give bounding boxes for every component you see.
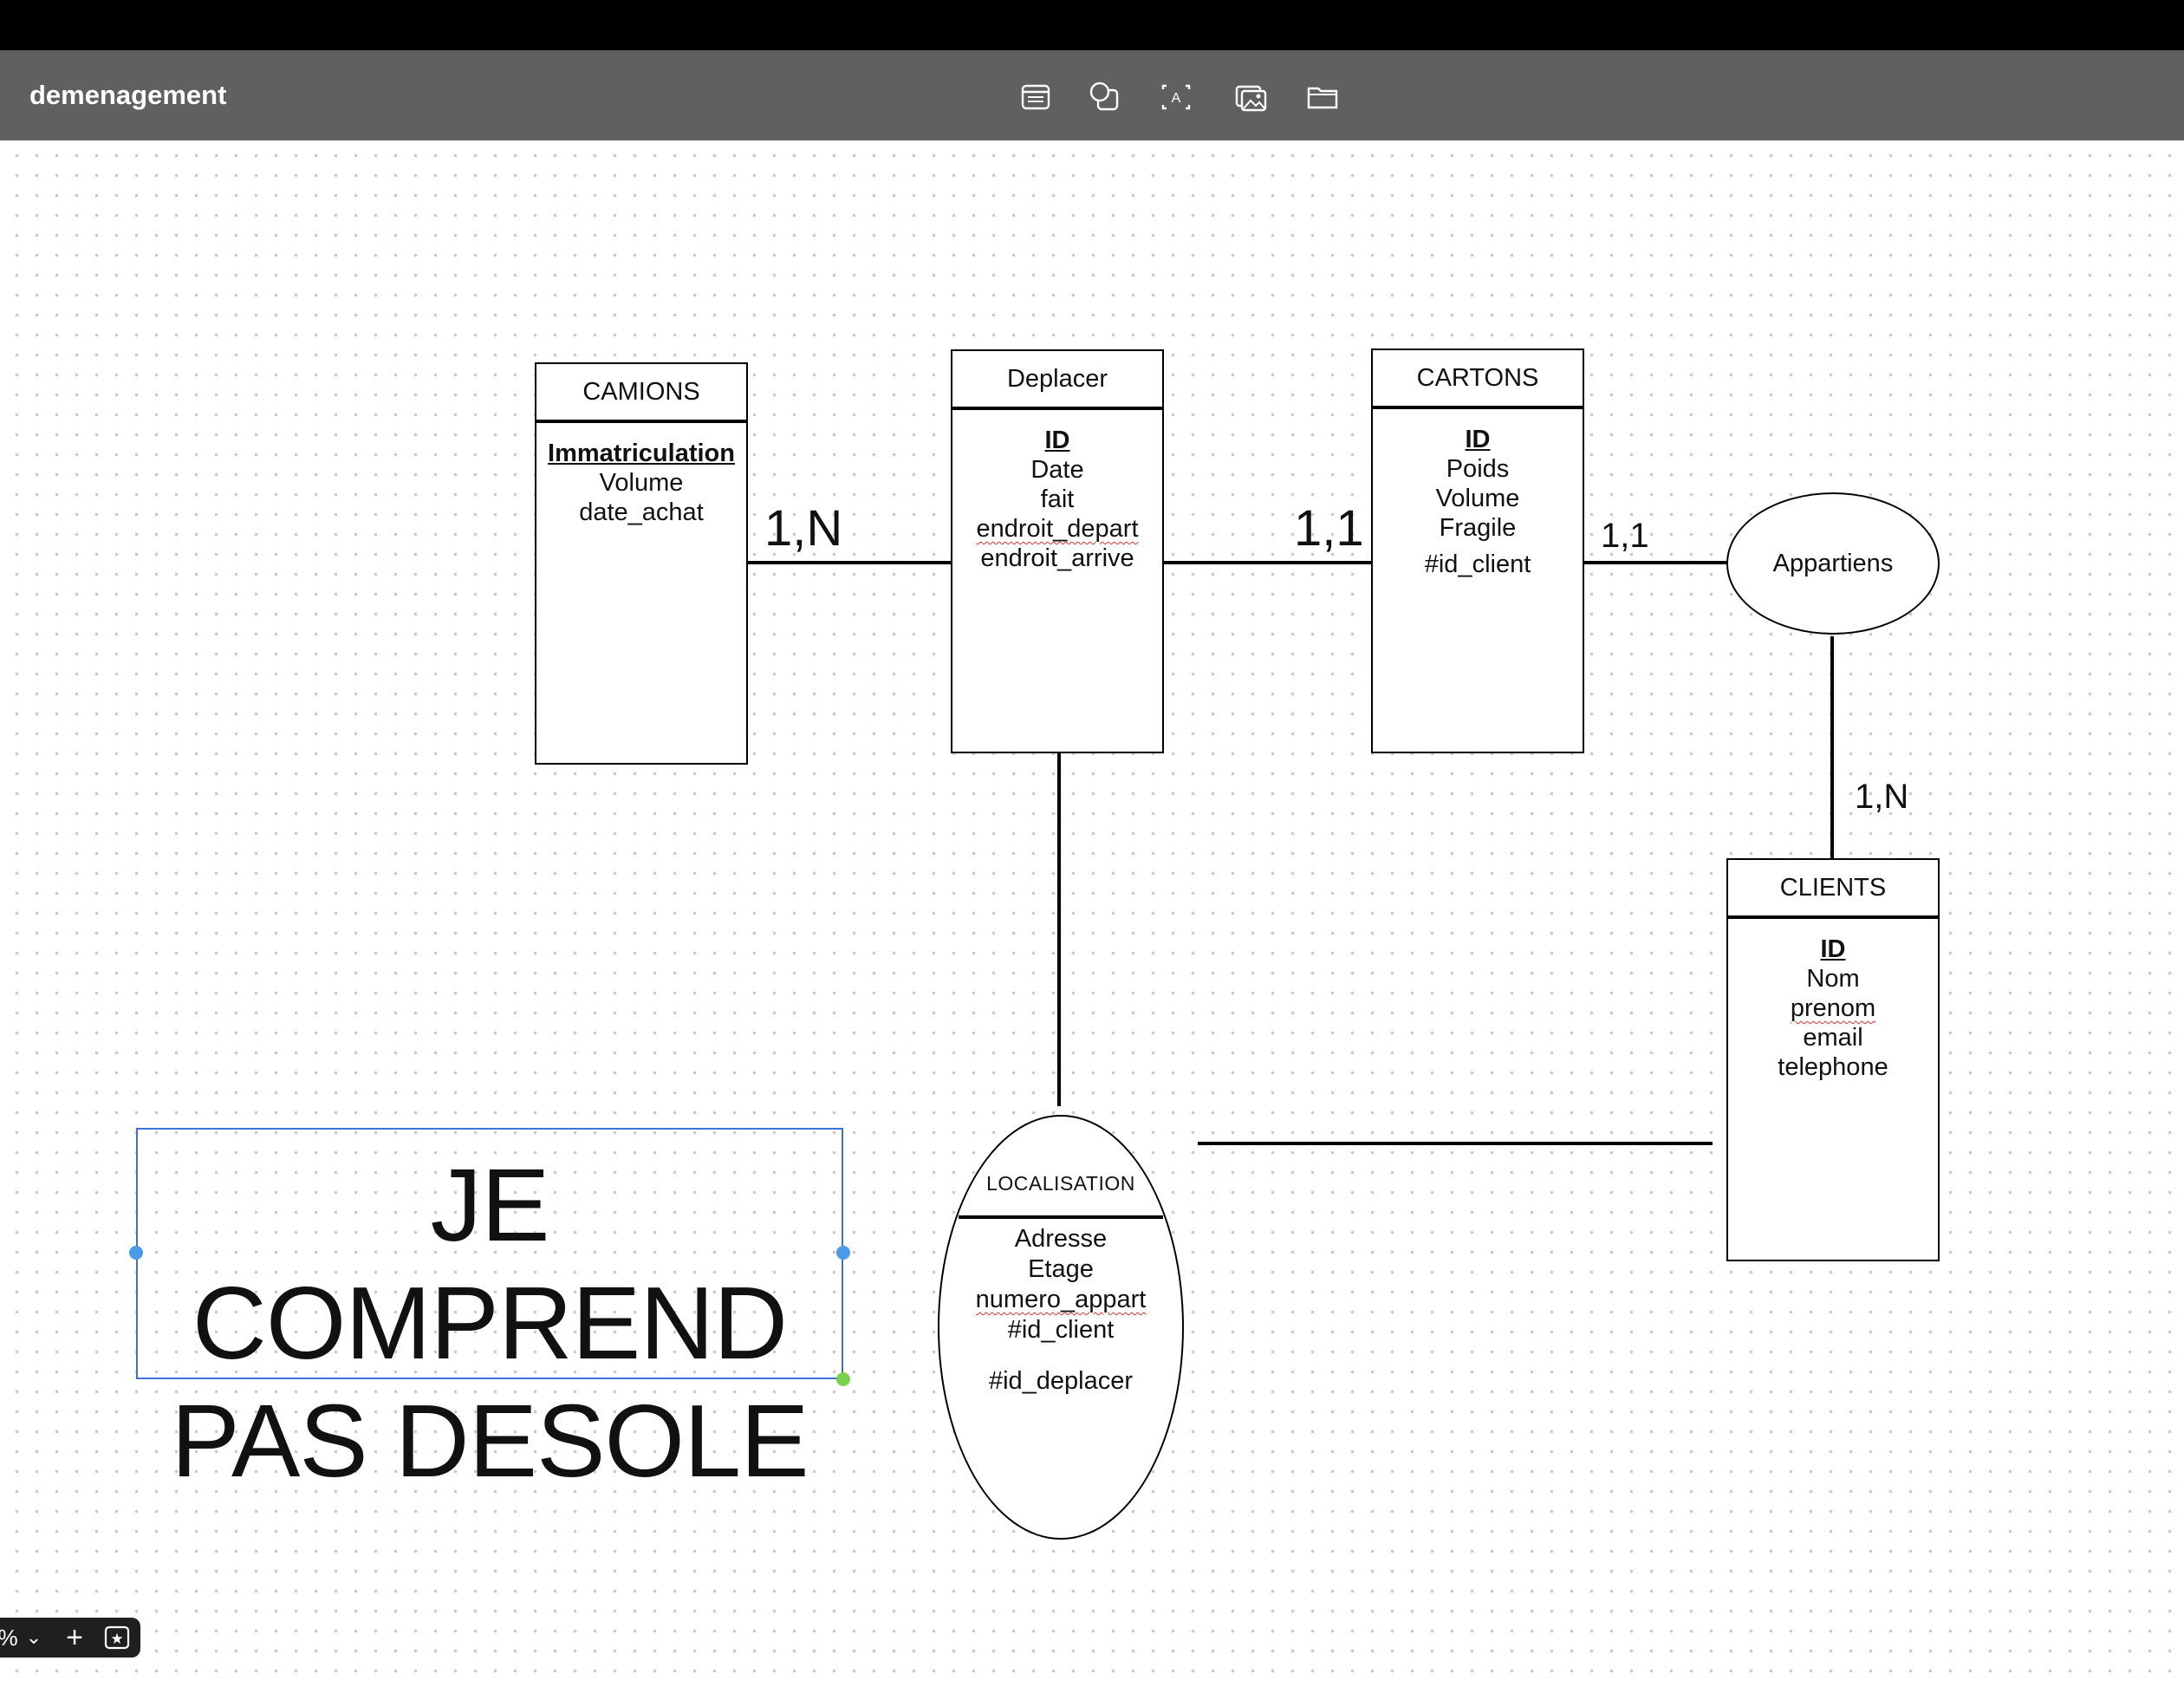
relation-label: Appartiens	[1772, 549, 1894, 577]
svg-text:A: A	[1172, 91, 1181, 106]
entity-title: LOCALISATION	[959, 1151, 1163, 1219]
resize-handle-left[interactable]	[129, 1246, 143, 1260]
resize-handle-right[interactable]	[836, 1246, 850, 1260]
entity-attribute: Volume	[599, 469, 684, 497]
entity-key: ID	[1820, 935, 1846, 963]
entity-attribute: Poids	[1446, 455, 1510, 483]
window-top-bar	[0, 0, 2184, 50]
entity-attribute: Date	[1030, 456, 1084, 484]
text-box-selected[interactable]: JE COMPREND PAS DESOLE	[136, 1128, 843, 1499]
entity-key: ID	[1465, 426, 1491, 453]
entity-attribute: Fragile	[1439, 514, 1517, 542]
entity-foreign-key: #id_client	[1424, 550, 1531, 578]
entity-attribute: Volume	[1435, 485, 1520, 512]
entity-attribute: numero_appart	[975, 1286, 1147, 1313]
text-line: JE COMPREND	[192, 1148, 788, 1381]
entity-key: Immatriculation	[548, 440, 735, 467]
entity-cartons[interactable]: CARTONS ID Poids Volume Fragile #id_clie…	[1371, 348, 1584, 753]
line-cartons-appartiens[interactable]	[1583, 561, 1728, 564]
folder-icon[interactable]	[1302, 76, 1343, 118]
favorite-star-icon[interactable]: ★	[102, 1618, 132, 1658]
add-icon[interactable]: +	[66, 1620, 83, 1654]
resize-handle-bottom-right[interactable]	[836, 1372, 850, 1386]
cardinality-appartiens-clients[interactable]: 1,N	[1855, 778, 1909, 816]
chevron-down-icon[interactable]: ⌄	[25, 1626, 42, 1648]
entity-attribute: telephone	[1778, 1053, 1888, 1081]
line-deplacer-localisation[interactable]	[1057, 746, 1061, 1106]
document-title[interactable]: demenagement	[29, 80, 227, 110]
entity-title: CAMIONS	[536, 364, 746, 423]
cardinality-deplacer-cartons[interactable]: 1,1	[1294, 500, 1364, 557]
line-localisation-clients[interactable]	[1198, 1142, 1713, 1145]
line-appartiens-clients[interactable]	[1830, 636, 1834, 995]
line-camions-deplacer[interactable]	[740, 561, 952, 564]
entity-attribute: fait	[1040, 485, 1075, 513]
entity-camions[interactable]: CAMIONS Immatriculation Volume date_acha…	[535, 362, 748, 765]
line-deplacer-cartons[interactable]	[1163, 561, 1373, 564]
cardinality-cartons-appartiens[interactable]: 1,1	[1601, 517, 1649, 555]
entity-key: ID	[1044, 427, 1070, 454]
svg-text:★: ★	[110, 1631, 123, 1648]
shapes-icon[interactable]	[1084, 76, 1126, 118]
text-note-icon[interactable]	[1015, 76, 1056, 118]
entity-title: CLIENTS	[1728, 860, 1938, 919]
entity-attribute: Etage	[1028, 1255, 1094, 1283]
entity-title: Deplacer	[952, 351, 1162, 410]
media-icon[interactable]	[1230, 76, 1271, 118]
entity-attribute: Nom	[1806, 965, 1860, 993]
entity-attribute: prenom	[1790, 994, 1876, 1022]
cardinality-camions-deplacer[interactable]: 1,N	[764, 500, 843, 557]
entity-attribute: Adresse	[1014, 1225, 1108, 1253]
zoom-controls: % ⌄ + ★	[0, 1618, 140, 1658]
entity-foreign-key: #id_client	[1007, 1316, 1115, 1344]
zoom-percent[interactable]: %	[0, 1618, 18, 1658]
entity-title: CARTONS	[1373, 350, 1583, 409]
entity-attribute: email	[1803, 1024, 1863, 1052]
entity-foreign-key: #id_deplacer	[988, 1367, 1134, 1395]
entity-attribute: endroit_depart	[976, 515, 1139, 543]
entity-localisation[interactable]: LOCALISATION Adresse Etage numero_appart…	[938, 1115, 1184, 1540]
entity-attribute: endroit_arrive	[980, 544, 1134, 572]
text-box-content[interactable]: JE COMPREND PAS DESOLE	[138, 1147, 842, 1501]
relation-appartiens[interactable]: Appartiens	[1726, 492, 1940, 635]
entity-attribute: date_achat	[579, 498, 704, 526]
text-box-icon[interactable]: A	[1155, 76, 1197, 118]
entity-deplacer[interactable]: Deplacer ID Date fait endroit_depart end…	[951, 349, 1164, 753]
entity-clients[interactable]: CLIENTS ID Nom prenom email telephone	[1726, 858, 1940, 1261]
text-line: PAS DESOLE	[171, 1384, 809, 1499]
freeform-canvas[interactable]: 1,N 1,1 1,1 1,N CAMIONS Immatriculation …	[0, 140, 2184, 1687]
toolbar: demenagement A	[0, 50, 2184, 140]
